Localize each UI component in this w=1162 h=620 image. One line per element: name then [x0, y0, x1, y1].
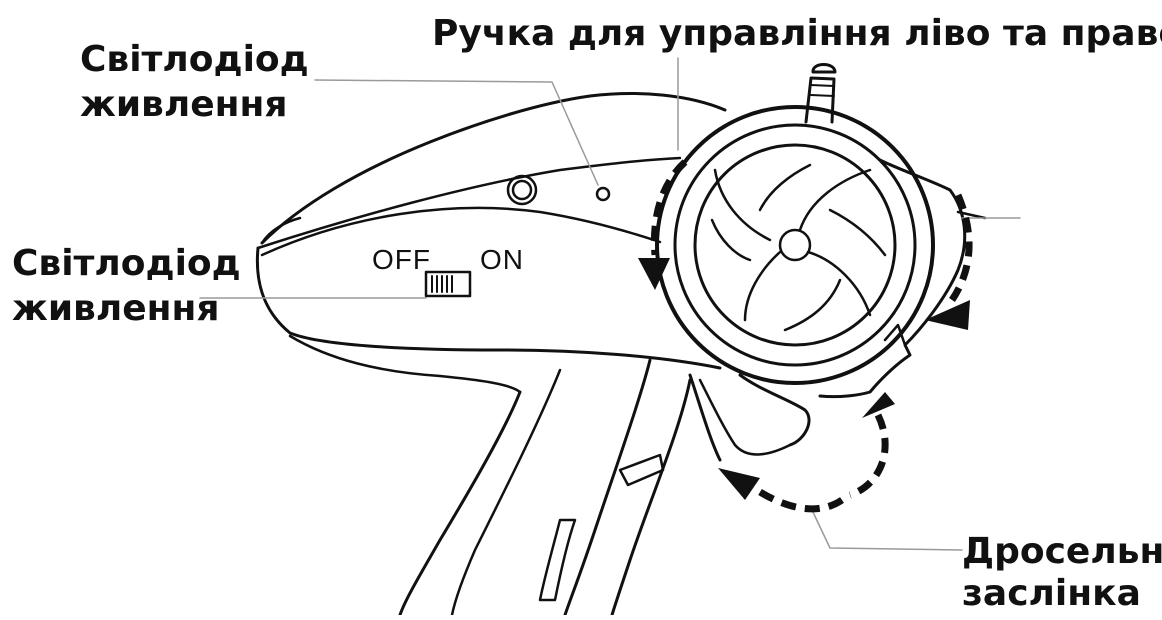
switch-on-label: ON [480, 244, 524, 275]
led-left-label-2: живлення [12, 288, 220, 329]
rear-tab [956, 210, 987, 220]
grip-slot [538, 518, 577, 602]
body-bottom-line [288, 334, 522, 394]
callout-led-top [314, 79, 599, 186]
power-switch [424, 270, 472, 298]
rear-notch [883, 323, 907, 347]
power-led [595, 186, 611, 202]
led-top-label-2: живлення [80, 84, 288, 125]
trigger [688, 373, 811, 462]
switch-slider [431, 275, 453, 293]
steering-arrow-right-head [925, 300, 970, 330]
trigger-curve [698, 378, 792, 456]
body-outline [260, 92, 727, 245]
grip-inner-front [450, 368, 562, 617]
steering-arrow-left-head [638, 258, 670, 290]
antenna-tip [811, 63, 837, 74]
wheel-outer [655, 105, 935, 385]
switch-off-label: OFF [372, 244, 431, 275]
led-left-label-1: Світлодіод [12, 243, 241, 284]
steering-label: Ручка для управління ліво та право [432, 13, 1162, 54]
body-mid-line [260, 206, 662, 257]
throttle-arrow-head-top [862, 392, 895, 418]
throttle-arrow [758, 413, 889, 513]
wheel-rim-inner [673, 123, 917, 367]
body-lower-front [255, 246, 722, 370]
throttle-label-1: Дросельна [962, 531, 1162, 572]
antenna [804, 76, 836, 124]
throttle-label-2: заслінка [962, 573, 1141, 614]
grip-front [398, 390, 522, 617]
antenna-band [810, 84, 835, 97]
body-front-edge [260, 216, 302, 245]
throttle-arrow-head-left [718, 468, 760, 500]
wheel-face [693, 143, 897, 347]
led-top-label-1: Світлодіод [80, 39, 309, 80]
trim-knob [506, 174, 538, 206]
grip-rear [610, 378, 692, 617]
grip-trim [618, 453, 665, 487]
wheel-spokes [710, 163, 887, 332]
body-top-line [256, 156, 682, 250]
grip-back [563, 358, 652, 617]
steering-arrow-left [650, 159, 688, 256]
steering-arrow-right [949, 193, 973, 302]
rear-body [818, 158, 967, 399]
callout-throttle [811, 509, 963, 551]
wheel-hub [778, 228, 812, 262]
